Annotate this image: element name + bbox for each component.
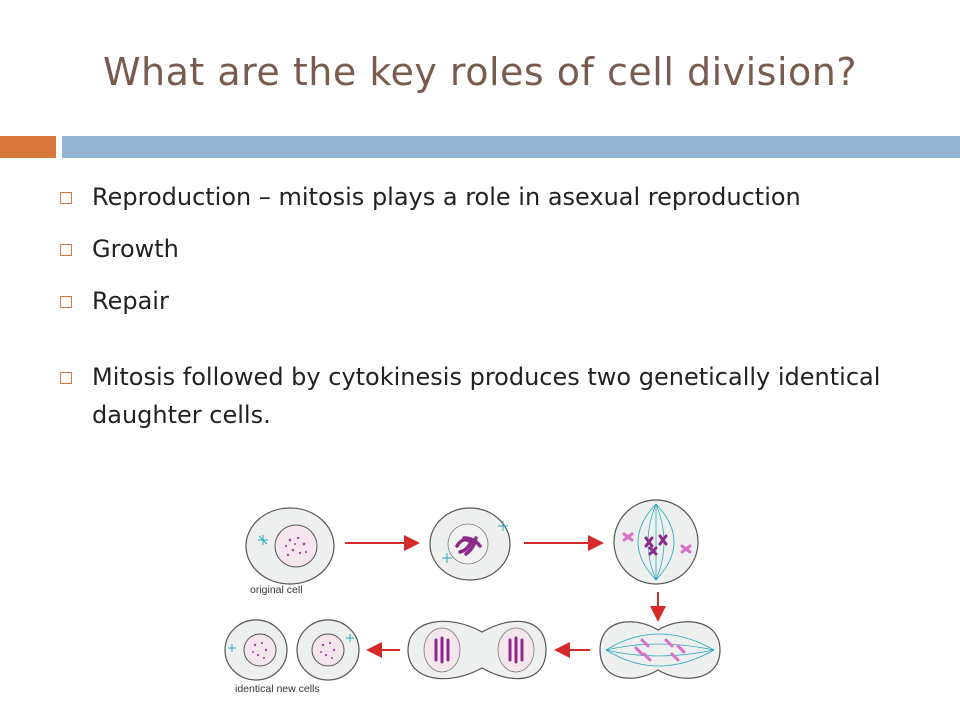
bullet-text: Reproduction – mitosis plays a role in a… bbox=[92, 183, 801, 211]
telophase-cell-diagram bbox=[407, 620, 547, 680]
bullet-list: Reproduction – mitosis plays a role in a… bbox=[60, 178, 920, 434]
title-accent-blue bbox=[62, 136, 960, 158]
bullet-text: Repair bbox=[92, 287, 169, 315]
bullet-item: Growth bbox=[60, 230, 920, 268]
bullet-item: Reproduction – mitosis plays a role in a… bbox=[60, 178, 920, 216]
metaphase-cell-diagram bbox=[613, 499, 699, 585]
bullet-text: Growth bbox=[92, 235, 179, 263]
cell-division-diagram: original cell bbox=[224, 499, 721, 695]
original-cell-diagram bbox=[245, 507, 335, 585]
bullet-square-icon bbox=[60, 192, 72, 204]
bullet-item: Repair bbox=[60, 282, 920, 320]
title-accent-orange bbox=[0, 136, 56, 158]
caption-identical-cells: identical new cells bbox=[235, 683, 320, 695]
daughter-cells-diagram bbox=[224, 619, 360, 681]
caption-original-cell: original cell bbox=[250, 584, 303, 596]
anaphase-cell-diagram bbox=[599, 621, 721, 679]
bullet-text: Mitosis followed by cytokinesis produces… bbox=[92, 363, 881, 429]
prophase-cell-diagram bbox=[429, 507, 511, 581]
bullet-square-icon bbox=[60, 244, 72, 256]
bullet-square-icon bbox=[60, 296, 72, 308]
slide-title: What are the key roles of cell division? bbox=[102, 50, 858, 94]
bullet-item: Mitosis followed by cytokinesis produces… bbox=[60, 358, 920, 434]
bullet-square-icon bbox=[60, 372, 72, 384]
